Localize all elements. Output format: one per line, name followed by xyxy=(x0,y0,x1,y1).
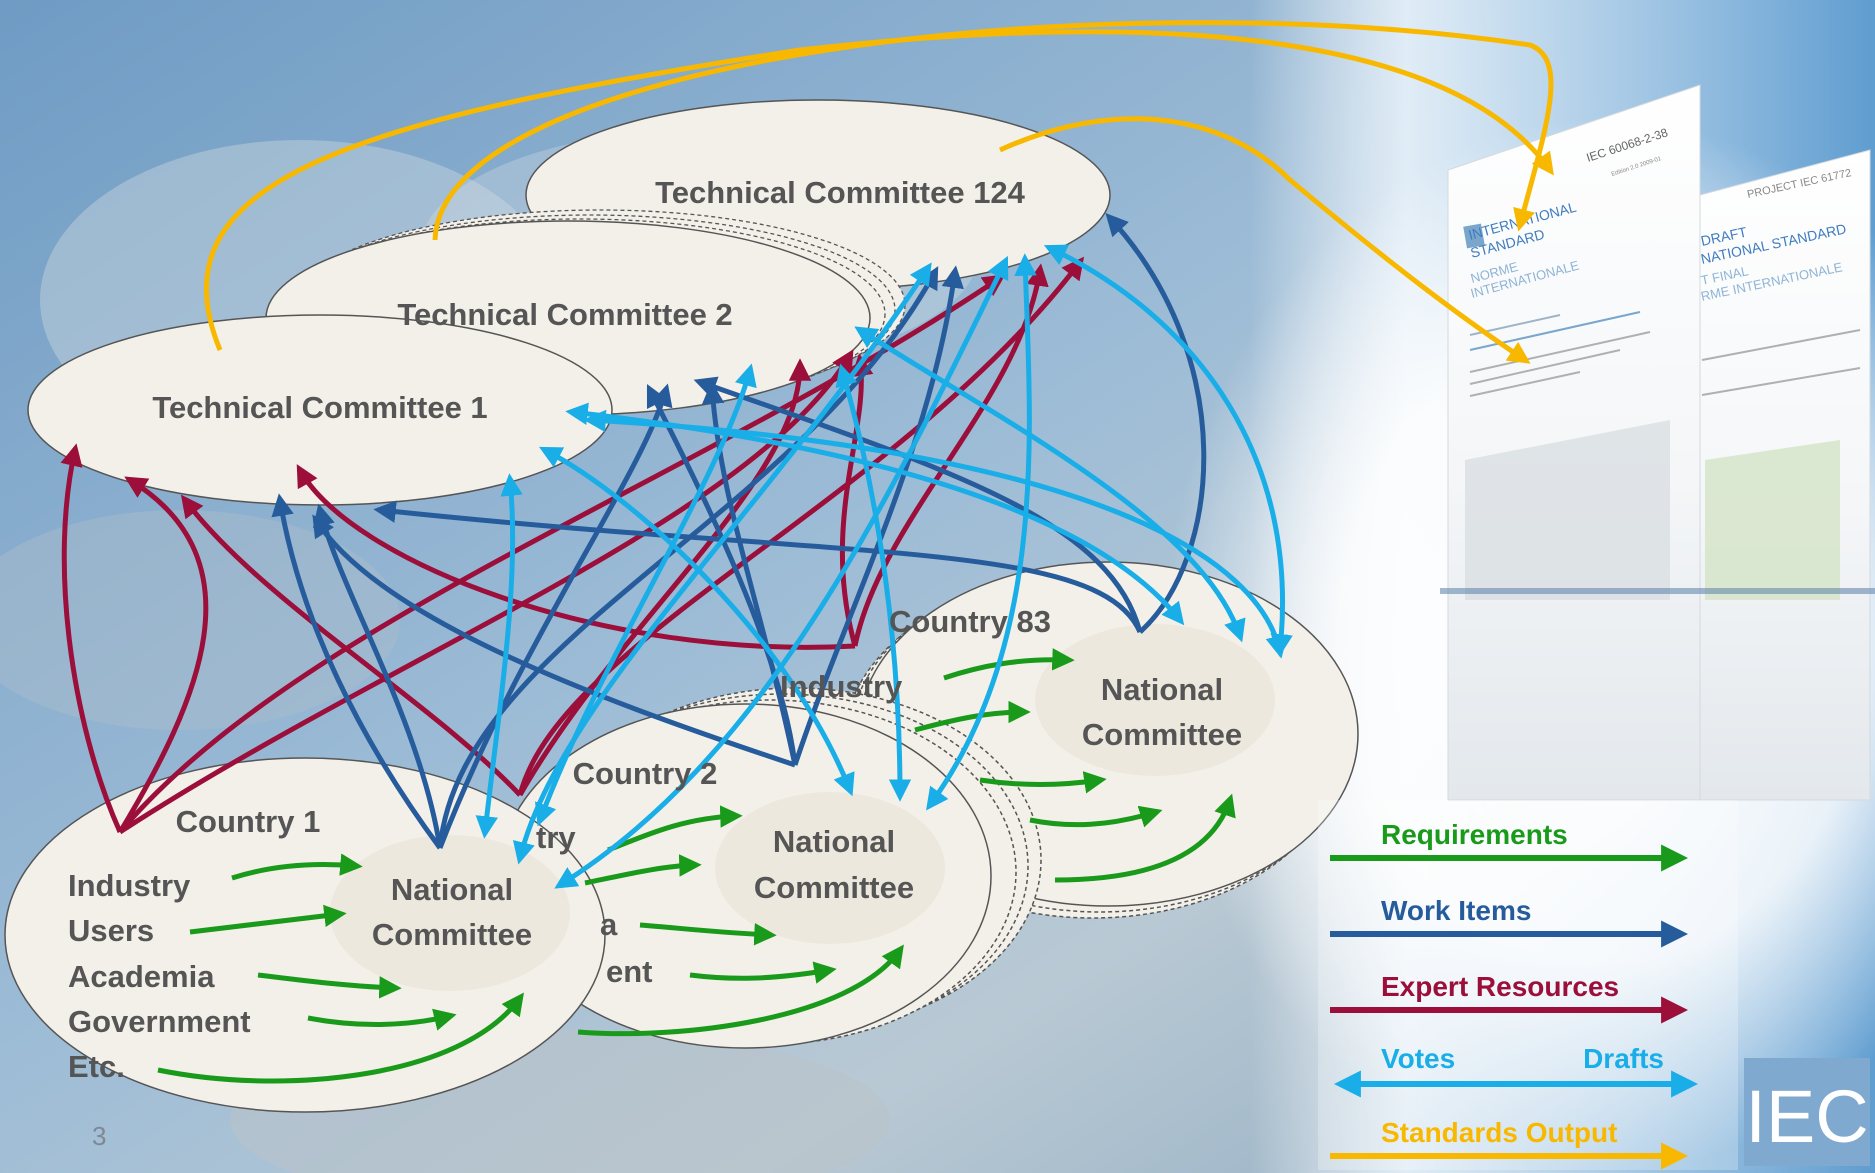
standard-documents: IEC 60068-2-38 Edition 2.0 2009-01 INTER… xyxy=(1440,84,1875,801)
iec-logo-text: IEC xyxy=(1745,1075,1868,1158)
country-1-stakeholder-etc: Etc. xyxy=(68,1049,125,1084)
tc-124-label: Technical Committee 124 xyxy=(655,175,1026,210)
work-item-arrow xyxy=(312,503,443,849)
standards-output-arrow xyxy=(203,29,1554,351)
legend-votes-label: Votes xyxy=(1381,1043,1455,1074)
req-arrow xyxy=(231,853,363,881)
req-arrow xyxy=(639,922,777,946)
legend-drafts-label: Drafts xyxy=(1583,1043,1664,1074)
legend-work-items-label: Work Items xyxy=(1381,895,1531,926)
legend: Requirements Work Items Expert Resources… xyxy=(1318,800,1738,1170)
legend-requirements-label: Requirements xyxy=(1381,819,1568,850)
country-1-nc-line2: Committee xyxy=(372,917,532,952)
country-1-stakeholder-government: Government xyxy=(68,1004,251,1039)
country-83-nc-line2: Committee xyxy=(1082,717,1242,752)
expert-arrow xyxy=(117,476,209,834)
req-arrow xyxy=(577,944,904,1037)
standards-output-arrow xyxy=(998,116,1531,364)
country-2-stakeholder-1: try xyxy=(536,820,576,855)
country-1-stakeholder-academia: Academia xyxy=(68,959,215,994)
legend-expert-resources-label: Expert Resources xyxy=(1381,971,1619,1002)
tc-2-label: Technical Committee 2 xyxy=(397,297,732,332)
legend-standards-output-label: Standards Output xyxy=(1381,1117,1617,1148)
req-arrow xyxy=(189,904,347,935)
standards-output-arrow xyxy=(432,20,1554,241)
req-arrow xyxy=(157,992,524,1084)
country-1-stakeholder-users: Users xyxy=(68,913,154,948)
country-83-stakeholder-industry: Industry xyxy=(780,669,903,704)
votes-drafts-arrows xyxy=(475,244,1293,889)
votes-drafts-arrow xyxy=(475,473,523,839)
document-iec-60068: IEC 60068-2-38 Edition 2.0 2009-01 INTER… xyxy=(1447,84,1701,801)
req-arrow xyxy=(689,961,837,984)
req-arrow xyxy=(1029,805,1163,828)
document-iec-61772: PROJECT IEC 61772 DRAFT NATIONAL STANDAR… xyxy=(1699,149,1871,801)
expert-arrow xyxy=(60,443,123,834)
country-1-title: Country 1 xyxy=(176,804,321,839)
country-83-nc-line1: National xyxy=(1101,672,1223,707)
country-2-title: Country 2 xyxy=(573,756,718,791)
standards-output-arrows xyxy=(203,20,1554,364)
work-item-arrow xyxy=(271,493,443,850)
req-arrow xyxy=(257,972,402,999)
country-83-title: Country 83 xyxy=(889,604,1051,639)
req-arrow xyxy=(307,1008,457,1031)
country-2-nc-line1: National xyxy=(773,824,895,859)
country-1-nc-line1: National xyxy=(391,872,513,907)
country-2-nc-line2: Committee xyxy=(754,870,914,905)
tc-1-label: Technical Committee 1 xyxy=(152,390,487,425)
req-arrow xyxy=(1054,793,1236,883)
country-2-stakeholder-3: ent xyxy=(606,954,653,989)
page-number: 3 xyxy=(92,1121,106,1151)
country-2-stakeholder-2: a xyxy=(600,907,618,942)
iec-logo: IEC xyxy=(1744,1058,1870,1166)
votes-drafts-arrow xyxy=(1043,244,1293,657)
country-1-stakeholder-industry: Industry xyxy=(68,868,191,903)
